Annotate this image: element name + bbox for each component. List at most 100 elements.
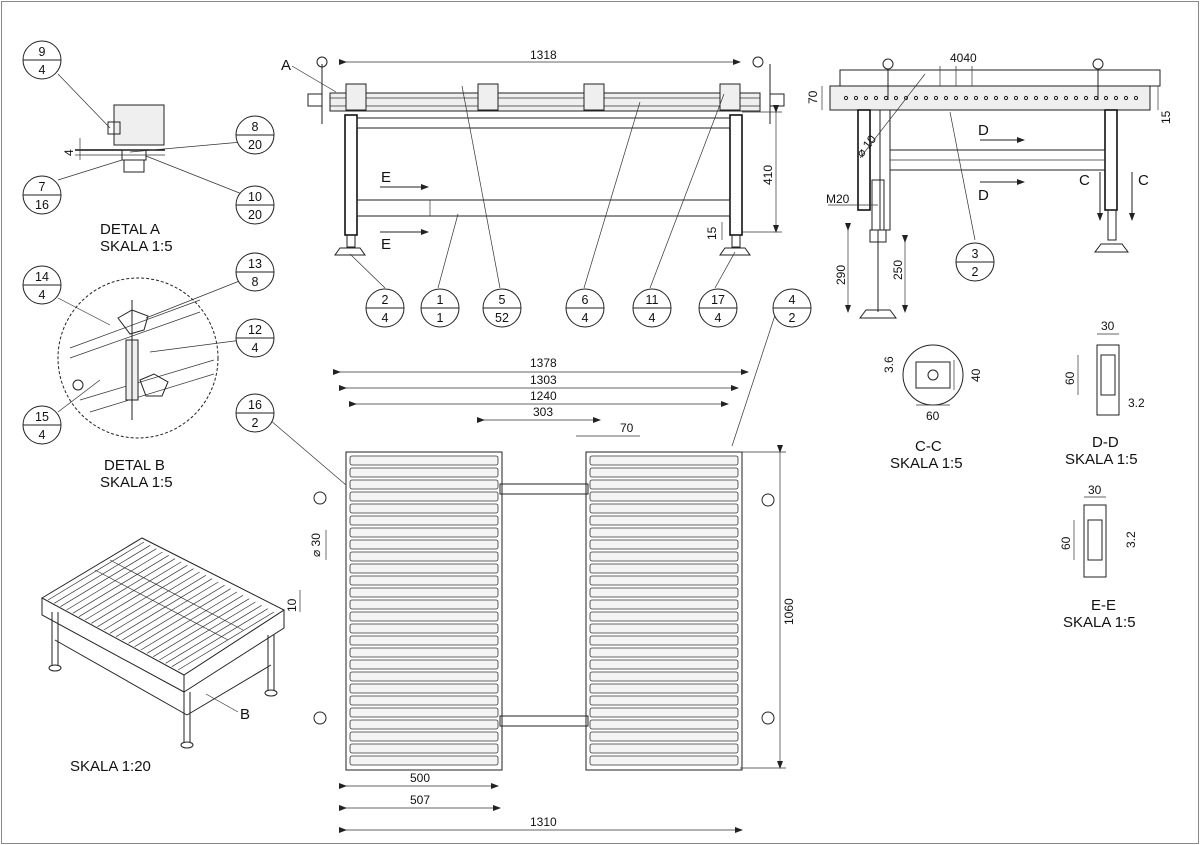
detail-a-scale: SKALA 1:5 xyxy=(100,238,173,255)
roller xyxy=(589,647,739,658)
roller xyxy=(589,623,739,634)
mounting-hole xyxy=(1003,95,1009,101)
part-bubble: 114 xyxy=(632,288,672,328)
dim-1060: 1060 xyxy=(782,598,796,625)
bubble-part-number: 8 xyxy=(252,120,259,134)
mounting-hole xyxy=(983,95,989,101)
mounting-hole xyxy=(1023,95,1029,101)
dim-70b: 70 xyxy=(620,421,634,435)
iso-roller xyxy=(115,578,213,637)
isometric-view xyxy=(40,537,285,749)
iso-roller xyxy=(97,568,194,627)
roller xyxy=(349,479,499,490)
section-c-left: C xyxy=(1079,172,1090,189)
iso-roller xyxy=(78,558,176,617)
dim-4: 4 xyxy=(62,149,76,156)
dim-15b: 15 xyxy=(1159,110,1173,124)
mounting-hole xyxy=(973,95,979,101)
ee-30: 30 xyxy=(1088,483,1102,497)
iso-roller xyxy=(54,545,151,604)
mounting-hole xyxy=(993,95,999,101)
mounting-hole xyxy=(863,95,869,101)
detail-b-title: DETAL B xyxy=(104,457,165,474)
part-bubble: 11 xyxy=(420,288,460,328)
roller xyxy=(589,731,739,742)
iso-roller xyxy=(109,575,207,634)
dd-3-2: 3.2 xyxy=(1128,396,1145,410)
mounting-hole xyxy=(933,95,939,101)
part-bubble: 138 xyxy=(235,252,275,292)
iso-roller xyxy=(66,551,163,611)
dim-1318: 1318 xyxy=(530,48,557,62)
bubble-quantity: 4 xyxy=(649,311,656,325)
mounting-hole xyxy=(1133,95,1139,101)
mounting-hole xyxy=(943,95,949,101)
dim-1303: 1303 xyxy=(530,373,557,387)
front-view xyxy=(307,56,785,256)
roller xyxy=(589,467,739,478)
bubble-part-number: 3 xyxy=(972,247,979,261)
roller xyxy=(349,467,499,478)
bubble-part-number: 13 xyxy=(248,257,262,271)
section-d-bottom: D xyxy=(978,187,989,204)
iso-roller xyxy=(153,598,250,657)
mounting-hole xyxy=(1013,95,1019,101)
roller xyxy=(349,743,499,754)
leader-lines xyxy=(57,73,976,486)
bubble-quantity: 4 xyxy=(39,288,46,302)
bubble-quantity: 4 xyxy=(582,311,589,325)
iso-roller xyxy=(171,608,268,667)
ee-scale: SKALA 1:5 xyxy=(1063,614,1136,631)
bubble-part-number: 1 xyxy=(437,293,444,307)
dim-303: 303 xyxy=(533,405,553,419)
bubble-part-number: 5 xyxy=(499,293,506,307)
dim-1378: 1378 xyxy=(530,356,557,370)
top-view xyxy=(299,369,786,833)
mounting-hole xyxy=(923,95,929,101)
part-bubble: 42 xyxy=(772,288,812,328)
part-bubbles: 9482071610201441381241541622411552641141… xyxy=(22,40,995,445)
dim-500: 500 xyxy=(410,771,430,785)
iso-roller xyxy=(47,541,145,601)
dim-diam-30: ⌀ 30 xyxy=(309,533,323,557)
dd-60: 60 xyxy=(1063,371,1077,385)
roller xyxy=(349,455,499,466)
bubble-part-number: 16 xyxy=(248,398,262,412)
part-bubble: 144 xyxy=(22,265,62,305)
bubble-quantity: 4 xyxy=(39,428,46,442)
roller xyxy=(589,635,739,646)
bubble-quantity: 8 xyxy=(252,275,259,289)
dim-1240: 1240 xyxy=(530,389,557,403)
bubble-quantity: 2 xyxy=(972,265,979,279)
iso-roller xyxy=(177,611,275,671)
roller xyxy=(589,707,739,718)
bubble-part-number: 15 xyxy=(35,410,49,424)
iso-roller xyxy=(128,585,225,644)
cc-60: 60 xyxy=(926,409,940,423)
roller xyxy=(589,683,739,694)
part-bubble: 820 xyxy=(235,115,275,155)
iso-roller xyxy=(84,561,182,621)
detail-a: 4 xyxy=(62,104,165,173)
dim-m20: M20 xyxy=(826,192,850,206)
roller xyxy=(349,563,499,574)
roller xyxy=(589,695,739,706)
dim-250: 250 xyxy=(891,260,905,280)
roller xyxy=(349,623,499,634)
roller xyxy=(349,755,499,766)
dim-410: 410 xyxy=(761,165,775,185)
ee-title: E-E xyxy=(1091,597,1116,614)
dd-scale: SKALA 1:5 xyxy=(1065,451,1138,468)
bubble-part-number: 4 xyxy=(789,293,796,307)
iso-roller xyxy=(60,548,157,607)
mounting-hole xyxy=(953,95,959,101)
mounting-hole xyxy=(1123,95,1129,101)
cc-40: 40 xyxy=(969,368,983,382)
bubble-quantity: 2 xyxy=(252,416,259,430)
dim-4040: 4040 xyxy=(950,51,977,65)
detail-b xyxy=(57,277,219,439)
roller xyxy=(589,671,739,682)
mounting-hole xyxy=(1103,95,1109,101)
roller xyxy=(589,587,739,598)
